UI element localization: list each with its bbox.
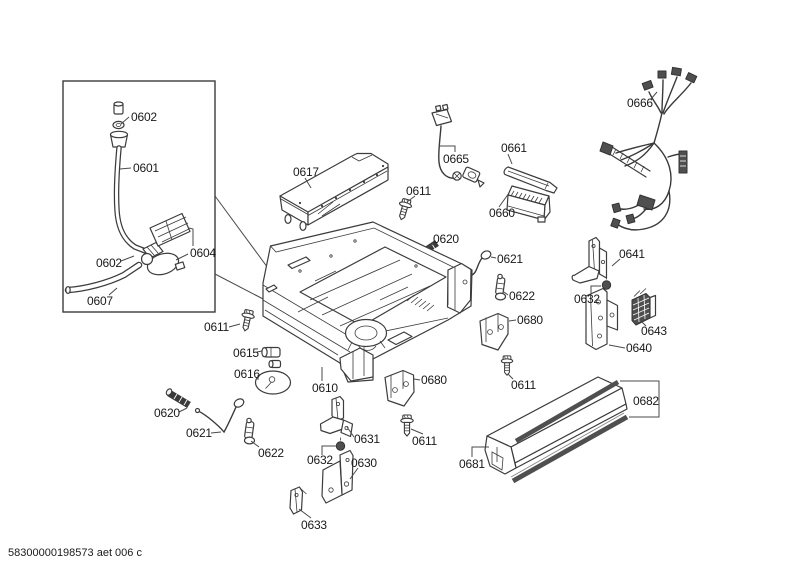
- part-label-0632-b: 0632: [307, 453, 333, 467]
- part-0622-clip-right-drawing: [494, 273, 509, 301]
- part-0604-valve-drawing: [140, 212, 194, 276]
- part-label-0620-a: 0620: [433, 232, 459, 246]
- inset-box: [62, 80, 280, 313]
- part-0615-valve-drawing: [256, 346, 282, 369]
- part-0610-base-drawing: [262, 221, 473, 383]
- part-label-0622-a: 0622: [509, 289, 535, 303]
- screw-0611-right: [500, 355, 514, 380]
- screw-0611-left: [228, 308, 256, 333]
- part-0602-cap-drawing: [109, 101, 130, 148]
- part-label-0611-c: 0611: [412, 434, 438, 448]
- part-label-0641: 0641: [619, 247, 645, 261]
- part-0616-disc-drawing: [254, 370, 292, 395]
- document-number: 58300000198573 aet 006 c: [8, 547, 142, 559]
- part-label-0660: 0660: [489, 206, 515, 220]
- part-label-0604: 0604: [190, 246, 216, 260]
- part-label-0611-a: 0611: [406, 184, 432, 198]
- part-0630-bracket-drawing: [321, 449, 359, 504]
- part-label-0610: 0610: [312, 381, 338, 395]
- part-0617-cover-drawing: [279, 152, 389, 232]
- part-label-0681: 0681: [459, 457, 485, 471]
- part-label-0661: 0661: [501, 141, 527, 155]
- part-0633-bracket-drawing: [289, 486, 312, 519]
- screw-0611-bottom: [400, 414, 424, 437]
- part-label-0633: 0633: [301, 518, 327, 532]
- part-label-0666: 0666: [627, 96, 653, 110]
- part-label-0680-b: 0680: [421, 373, 447, 387]
- part-0641-bracket-drawing: [571, 236, 621, 284]
- part-label-0622-b: 0622: [258, 446, 284, 460]
- part-0620-pin-left-drawing: [165, 388, 191, 413]
- part-label-0611-d: 0611: [511, 378, 537, 392]
- part-label-0601: 0601: [133, 161, 159, 175]
- part-label-0617: 0617: [293, 165, 319, 179]
- part-label-0621-b: 0621: [186, 426, 212, 440]
- part-0621-wire-left-drawing: [194, 398, 245, 434]
- part-0681-plinth-drawing: [471, 376, 660, 484]
- part-0660-tray-drawing: [498, 185, 551, 223]
- part-label-0682: 0682: [633, 394, 659, 408]
- part-0632-grommet-right-drawing: [590, 276, 612, 293]
- part-0680-bracket-right-drawing: [479, 312, 517, 351]
- part-0601-hose-drawing: [113, 145, 151, 255]
- part-label-0630: 0630: [351, 456, 377, 470]
- part-label-0665: 0665: [443, 152, 469, 166]
- part-0666-harness-drawing: [599, 66, 698, 231]
- part-0665-sensor-cable-drawing: [431, 103, 485, 188]
- part-label-0602-b: 0602: [96, 256, 122, 270]
- part-label-0680-a: 0680: [517, 313, 543, 327]
- part-label-0643: 0643: [641, 324, 667, 338]
- part-0680-bracket-center-drawing: [384, 369, 421, 407]
- part-label-0632-a: 0632: [574, 292, 600, 306]
- part-0607-hose-drawing: [64, 261, 143, 296]
- part-0643-grid-drawing: [631, 288, 657, 327]
- screw-0611-top: [394, 195, 416, 222]
- part-label-0607: 0607: [87, 294, 113, 308]
- part-label-0640: 0640: [626, 341, 652, 355]
- part-label-0621-a: 0621: [497, 252, 523, 266]
- part-label-0611-b: 0611: [204, 320, 230, 334]
- part-labels: 0602 0601 0604 0602 0607 0617 0611 0665 …: [87, 96, 668, 532]
- part-0622-clip-left-drawing: [243, 417, 260, 448]
- part-label-0616: 0616: [234, 367, 260, 381]
- part-label-0620-b: 0620: [154, 406, 180, 420]
- part-label-0631: 0631: [354, 432, 380, 446]
- part-0632-grommet-bottom-drawing: [321, 437, 346, 455]
- part-0640-plate-drawing: [585, 287, 626, 351]
- part-label-0602-a: 0602: [131, 110, 157, 124]
- part-label-0615: 0615: [233, 346, 259, 360]
- part-0631-bracket-drawing: [319, 395, 355, 438]
- part-0661-strip-drawing: [503, 153, 558, 194]
